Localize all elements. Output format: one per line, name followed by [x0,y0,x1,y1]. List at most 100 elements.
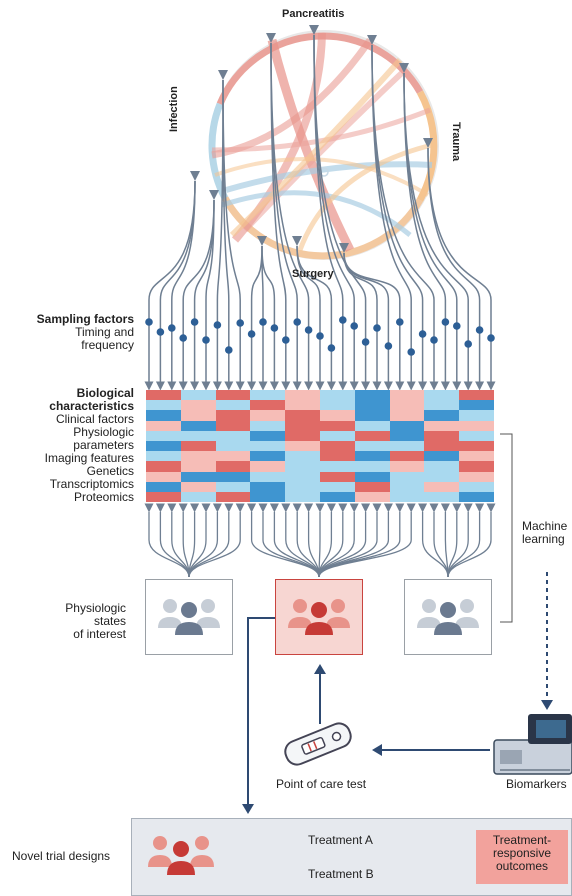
heatmap-cell [285,451,321,462]
heatmap-top-triangle [372,381,382,391]
biomarker-analyzer-icon [493,714,572,775]
heatmap-cell [250,481,286,493]
heatmap-top-triangle [338,381,348,391]
heatmap-cell [424,441,460,452]
heatmap-cell [250,492,286,503]
state-panel-2-selected [275,579,363,655]
heatmap-cell [424,471,460,482]
heatmap-bottom-triangle [167,503,177,513]
heatmap-cell [215,410,251,421]
heatmap-bottom-triangle [349,503,359,513]
heatmap-bottom-triangle [463,503,473,513]
sampling-dot [384,342,393,350]
sampling-dot [361,338,370,346]
sampling-dot [247,330,256,338]
sampling-line [182,199,215,384]
source-triangle [309,25,319,35]
sampling-line [270,42,310,384]
people-group-icon [158,599,220,635]
heatmap-cell [424,420,460,431]
source-triangle [292,236,302,246]
biological-item: Imaging features [44,451,134,465]
heatmap-cell [354,390,390,401]
sampling-dot [236,319,244,327]
heatmap-bottom-triangle [429,503,439,513]
heatmap-cell [180,400,216,411]
heatmap-cell [250,441,286,452]
heatmap-cell [389,481,425,493]
heatmap-cell [424,430,460,442]
heatmap-top-triangle [155,381,165,391]
heatmap-top-triangle [452,381,462,391]
heatmap-cell [215,471,251,482]
heatmap-cell [424,492,460,503]
heatmap-cell [250,471,286,482]
sampling-dot [316,332,324,340]
sampling-dot [259,318,267,326]
heatmap-bottom-triangle [406,503,416,513]
sampling-dot [453,322,461,330]
heatmap-top-triangle [224,381,234,391]
sampling-dot [145,318,153,326]
heatmap-cell [180,461,216,472]
sampling-line [371,44,435,384]
surgery-label: Surgery [292,268,334,280]
sampling-dot [270,324,279,332]
heatmap-cell [180,430,216,442]
heatmap-top-triangle [190,381,200,391]
heatmap-top-triangle [269,381,279,391]
heatmap-top-triangle [475,381,485,391]
heatmap-bottom-triangle [155,503,165,513]
heatmap-bottom-triangle [258,503,268,513]
sampling-dot [339,316,347,324]
sampling-dot [441,318,450,326]
sampling-dot [407,348,416,356]
sampling-line-1: Timing and [75,325,134,339]
source-triangle [190,171,200,181]
heatmap-bottom-triangle [235,503,245,513]
sampling-dot [327,344,336,352]
sampling-lines [148,34,492,384]
heatmap-cell [424,390,460,401]
sampling-line [216,79,224,384]
heatmap-cell [459,430,495,442]
sampling-line [250,245,263,384]
heatmap-bottom-triangle [315,503,325,513]
heatmap-bottom-triangle [395,503,405,513]
heatmap-top-triangle [235,381,245,391]
sampling-dot [293,318,302,326]
heatmap-top-triangle [486,381,496,391]
machine-learning-label: Machine learning [522,520,567,546]
state-connector-line [318,512,412,578]
sampling-line [343,252,378,384]
sampling-dot [179,334,187,342]
sampling-line [171,180,196,384]
heatmap-cell [285,390,321,401]
trauma-label: Trauma [450,122,462,162]
heatmap-cell [459,420,495,431]
heatmap-bottom-triangle [372,503,382,513]
state-connector-line [285,512,320,578]
sampling-dot [190,318,199,326]
heatmap-cell [285,430,321,442]
heatmap-cell [389,390,425,401]
sampling-factors-block: Sampling factors Timing and frequency [4,313,134,352]
biological-item: Transcriptomics [49,477,134,491]
state-panel-3 [404,579,492,655]
heatmap-bottom-triangle [452,503,462,513]
heatmap-cell [459,481,495,493]
heatmap-cell [354,430,390,442]
heatmap-cell [146,420,181,431]
pancreatitis-label: Pancreatitis [282,8,345,20]
state-connector-line [171,512,190,578]
state-connector-line [262,512,320,578]
physiologic-states-label: Physiologic states of interest [6,602,126,641]
heatmap-bottom-triangle [361,503,371,513]
heatmap-cell [215,492,251,503]
heatmap-cell [215,400,251,411]
heatmap-cell [389,400,425,411]
heatmap-cell [459,410,495,421]
sampling-dot [430,336,438,344]
heatmap-cell [146,471,181,482]
heatmap-cell [146,492,181,503]
